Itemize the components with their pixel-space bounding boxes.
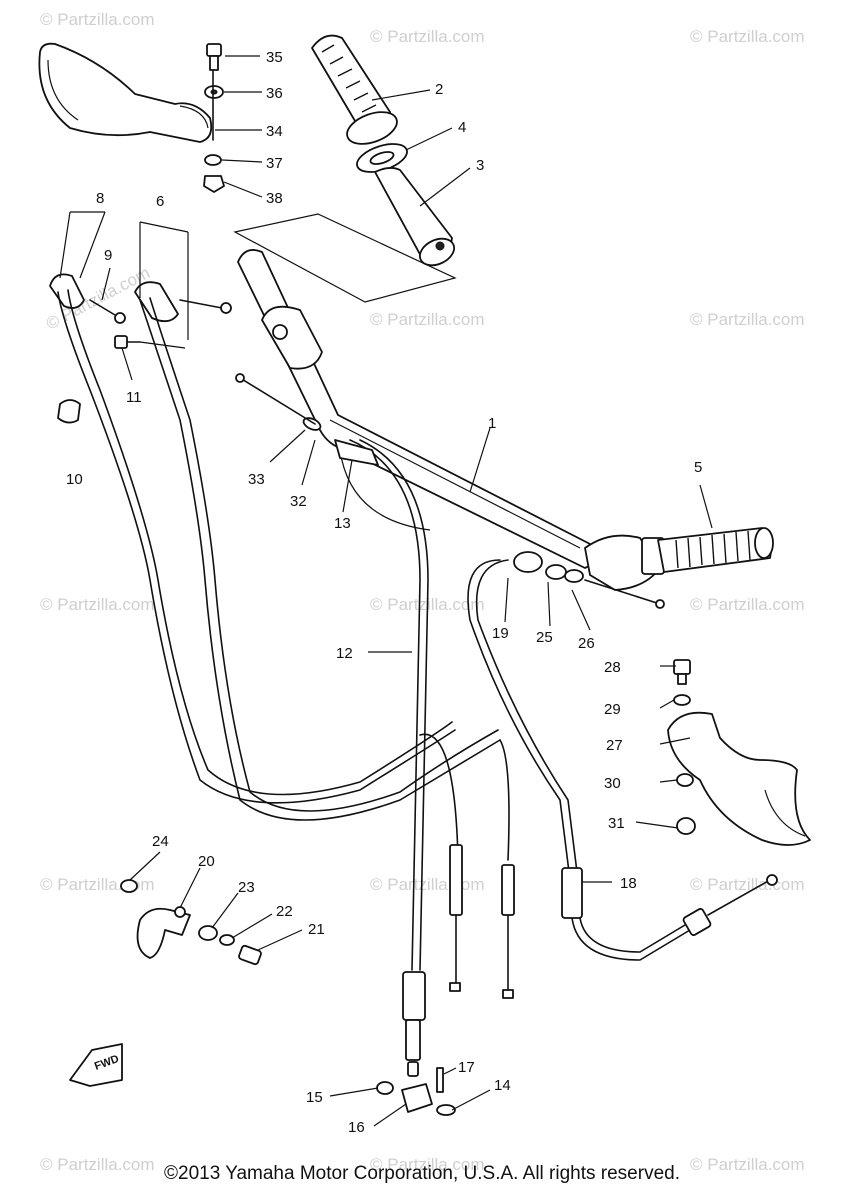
watermark: © Partzilla.com (690, 27, 805, 46)
callout-1: 1 (488, 415, 496, 432)
callout-35: 35 (266, 49, 283, 66)
watermark: © Partzilla.com (690, 595, 805, 614)
callout-2: 2 (435, 81, 443, 98)
lever-guard-right (667, 659, 811, 846)
callout-9: 9 (104, 247, 112, 264)
guard-fasteners-left (203, 43, 225, 193)
callout-21: 21 (308, 921, 325, 938)
callout-34: 34 (266, 123, 283, 140)
copyright-notice: ©2013 Yamaha Motor Corporation, U.S.A. A… (164, 1163, 680, 1184)
callout-26: 26 (578, 635, 595, 652)
callout-29: 29 (604, 701, 621, 718)
watermark: © Partzilla.com (690, 310, 805, 329)
callout-8: 8 (96, 190, 104, 207)
callout-33: 33 (248, 471, 265, 488)
callout-24: 24 (152, 833, 169, 850)
cable-clip (57, 399, 81, 424)
watermark: © Partzilla.com (40, 10, 155, 29)
left-perch (261, 305, 323, 370)
lower-adjusters (449, 844, 515, 999)
throttle-grip (311, 34, 398, 145)
callout-15: 15 (306, 1089, 323, 1106)
callout-25: 25 (536, 629, 553, 646)
callout-5: 5 (694, 459, 702, 476)
lever-guard-left (38, 42, 213, 143)
right-control-housing (584, 534, 665, 591)
callout-11: 11 (126, 389, 142, 406)
callout-16: 16 (348, 1119, 365, 1136)
callout-37: 37 (266, 155, 283, 172)
left-cables (57, 289, 510, 861)
watermark: © Partzilla.com (690, 1155, 805, 1174)
assembly-outline (233, 213, 457, 303)
callout-13: 13 (334, 515, 351, 532)
callout-14: 14 (494, 1077, 511, 1094)
callout-23: 23 (238, 879, 255, 896)
throttle-cable-end (235, 373, 379, 466)
callout-12: 12 (336, 645, 353, 662)
watermark: © Partzilla.com (370, 875, 485, 894)
callout-4: 4 (458, 119, 466, 136)
callout-10: 10 (66, 471, 83, 488)
cable-clamp (120, 879, 262, 966)
watermark: © Partzilla.com (40, 595, 155, 614)
throttle-tube (374, 167, 455, 267)
callout-18: 18 (620, 875, 637, 892)
callout-3: 3 (476, 157, 484, 174)
clutch-cable (467, 551, 778, 961)
callout-20: 20 (198, 853, 215, 870)
callout-17: 17 (458, 1059, 475, 1076)
callout-6: 6 (156, 193, 164, 210)
right-grip (657, 527, 774, 573)
callout-38: 38 (266, 190, 283, 207)
callout-labels: 35 36 34 37 38 2 4 3 1 5 8 6 9 11 10 33 … (66, 49, 702, 1136)
leader-lines (59, 55, 713, 1127)
callout-36: 36 (266, 85, 283, 102)
callout-31: 31 (608, 815, 625, 832)
callout-28: 28 (604, 659, 621, 676)
watermark: © Partzilla.com (690, 875, 805, 894)
forward-direction-arrow: FWD (69, 1043, 123, 1087)
callout-27: 27 (606, 737, 623, 754)
callout-19: 19 (492, 625, 509, 642)
left-lever-holders (49, 273, 232, 349)
watermark: © Partzilla.com (370, 1155, 485, 1174)
throttle-cable (349, 439, 429, 1077)
watermark: © Partzilla.com (370, 27, 485, 46)
watermark: © Partzilla.com (40, 1155, 155, 1174)
watermark: © Partzilla.com (370, 310, 485, 329)
callout-22: 22 (276, 903, 293, 920)
callout-30: 30 (604, 775, 621, 792)
washer-hole (369, 151, 395, 165)
callout-32: 32 (290, 493, 307, 510)
